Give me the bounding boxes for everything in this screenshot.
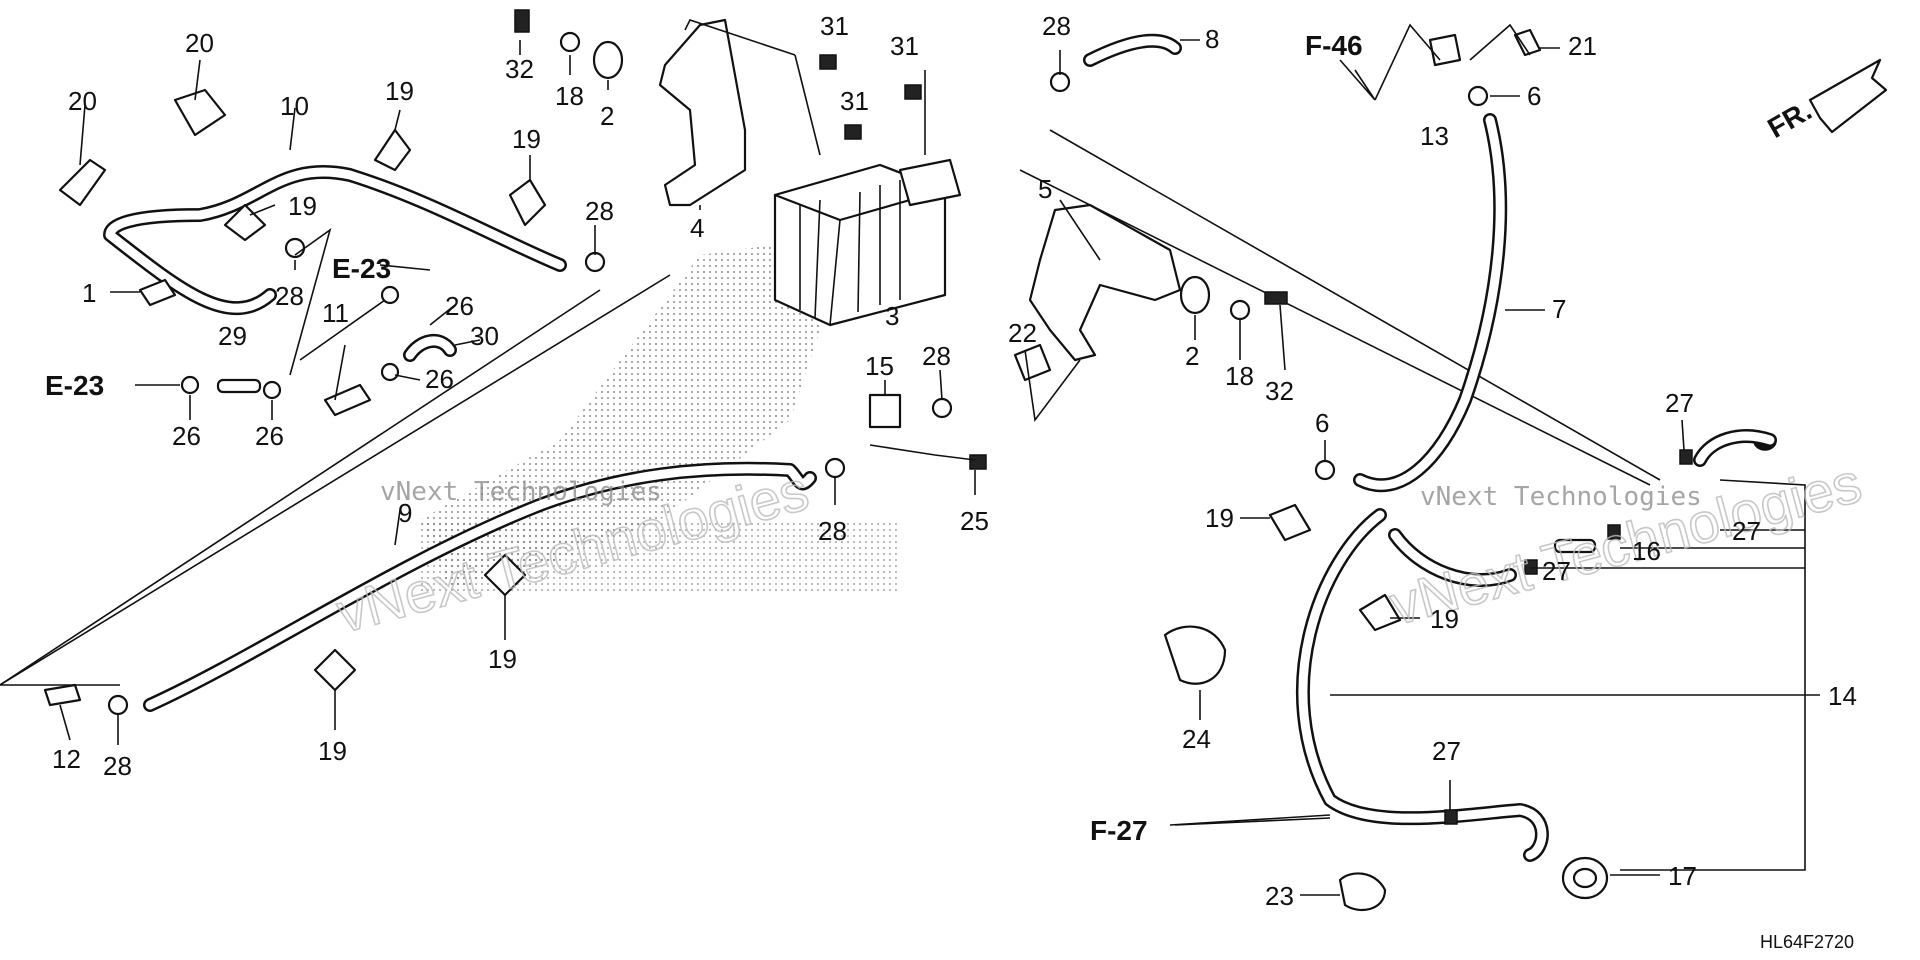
callout-28-e: 28 <box>818 516 847 546</box>
background-shading <box>420 240 900 595</box>
hose-30 <box>403 334 457 362</box>
callout-28-a: 28 <box>275 281 304 311</box>
canister-3 <box>773 158 962 327</box>
watermark-text-2: vNext Technologies <box>1420 482 1702 512</box>
callout-7: 7 <box>1552 294 1566 324</box>
callout-23: 23 <box>1265 881 1294 911</box>
callout-29: 29 <box>218 321 247 351</box>
callout-1: 1 <box>82 278 96 308</box>
hose-9 <box>143 461 817 712</box>
callout-2-a: 2 <box>600 101 614 131</box>
hose-16 <box>1388 528 1517 587</box>
hose-27-top <box>1693 429 1777 467</box>
callout-19-a: 19 <box>385 76 414 106</box>
small-parts <box>43 9 1693 912</box>
callout-32-a: 32 <box>505 54 534 84</box>
callout-11: 11 <box>322 298 349 328</box>
callout-9: 9 <box>398 498 412 528</box>
callout-31-c: 31 <box>840 86 869 116</box>
callout-28-b: 28 <box>585 196 614 226</box>
callout-19-g: 19 <box>1430 604 1459 634</box>
callout-26-a: 26 <box>445 291 474 321</box>
callout-18-a: 18 <box>555 81 584 111</box>
callout-24: 24 <box>1182 724 1211 754</box>
callout-6-a: 6 <box>1527 81 1541 111</box>
diagram-code: HL64F2720 <box>1760 932 1854 952</box>
callout-17: 17 <box>1668 861 1697 891</box>
cross-ref-f46: F-46 <box>1305 30 1363 61</box>
front-direction-arrow: FR. <box>1762 58 1888 144</box>
group-outline <box>0 129 1661 686</box>
callout-28-d: 28 <box>922 341 951 371</box>
hose-14 <box>1295 508 1549 862</box>
callout-2-b: 2 <box>1185 341 1199 371</box>
callout-13: 13 <box>1420 121 1449 151</box>
callout-8: 8 <box>1205 24 1219 54</box>
callout-numbers: 20 20 10 19 19 19 1 28 28 32 18 2 4 31 3… <box>52 11 1857 911</box>
callout-21: 21 <box>1568 31 1597 61</box>
callout-14: 14 <box>1828 681 1857 711</box>
callout-16: 16 <box>1632 536 1661 566</box>
callout-20-a: 20 <box>68 86 97 116</box>
callout-28-c: 28 <box>1042 11 1071 41</box>
callout-20-b: 20 <box>185 28 214 58</box>
hose-8 <box>1083 33 1182 67</box>
callout-30: 30 <box>470 321 499 351</box>
callout-26-b: 26 <box>425 364 454 394</box>
callout-6-b: 6 <box>1315 408 1329 438</box>
callout-15: 15 <box>865 351 894 381</box>
cross-ref-e23-top: E-23 <box>332 253 391 284</box>
cross-ref-e23-left: E-23 <box>45 370 104 401</box>
callout-32-b: 32 <box>1265 376 1294 406</box>
callout-12: 12 <box>52 744 81 774</box>
callout-18-b: 18 <box>1225 361 1254 391</box>
front-label: FR. <box>1762 95 1817 144</box>
callout-31-b: 31 <box>890 31 919 61</box>
cross-ref-labels: F-46 E-23 E-23 F-27 <box>45 30 1363 846</box>
callout-31-a: 31 <box>820 11 849 41</box>
bracket-4 <box>658 18 747 207</box>
callout-26-c: 26 <box>172 421 201 451</box>
callout-10: 10 <box>280 91 309 121</box>
watermark-text-1: vNext Technologies <box>380 477 662 507</box>
callout-19-d: 19 <box>488 644 517 674</box>
leader-lines <box>59 19 1820 896</box>
callout-25: 25 <box>960 506 989 536</box>
hose-7 <box>1353 113 1508 493</box>
callout-22: 22 <box>1008 318 1037 348</box>
callout-19-f: 19 <box>1205 503 1234 533</box>
cross-ref-f27: F-27 <box>1090 815 1148 846</box>
callout-27-b: 27 <box>1732 516 1761 546</box>
callout-19-b: 19 <box>512 124 541 154</box>
callout-5: 5 <box>1038 174 1052 204</box>
hose-10 <box>103 164 567 316</box>
callout-4: 4 <box>690 213 704 243</box>
callout-27-a: 27 <box>1665 388 1694 418</box>
callout-19-c: 19 <box>288 191 317 221</box>
bracket-5 <box>1028 203 1182 362</box>
callout-27-d: 27 <box>1432 736 1461 766</box>
callout-28-f: 28 <box>103 751 132 781</box>
callout-3: 3 <box>885 301 899 331</box>
cross-ref-arrows <box>135 59 1376 826</box>
callout-27-c: 27 <box>1542 556 1571 586</box>
callout-26-d: 26 <box>255 421 284 451</box>
callout-19-e: 19 <box>318 736 347 766</box>
